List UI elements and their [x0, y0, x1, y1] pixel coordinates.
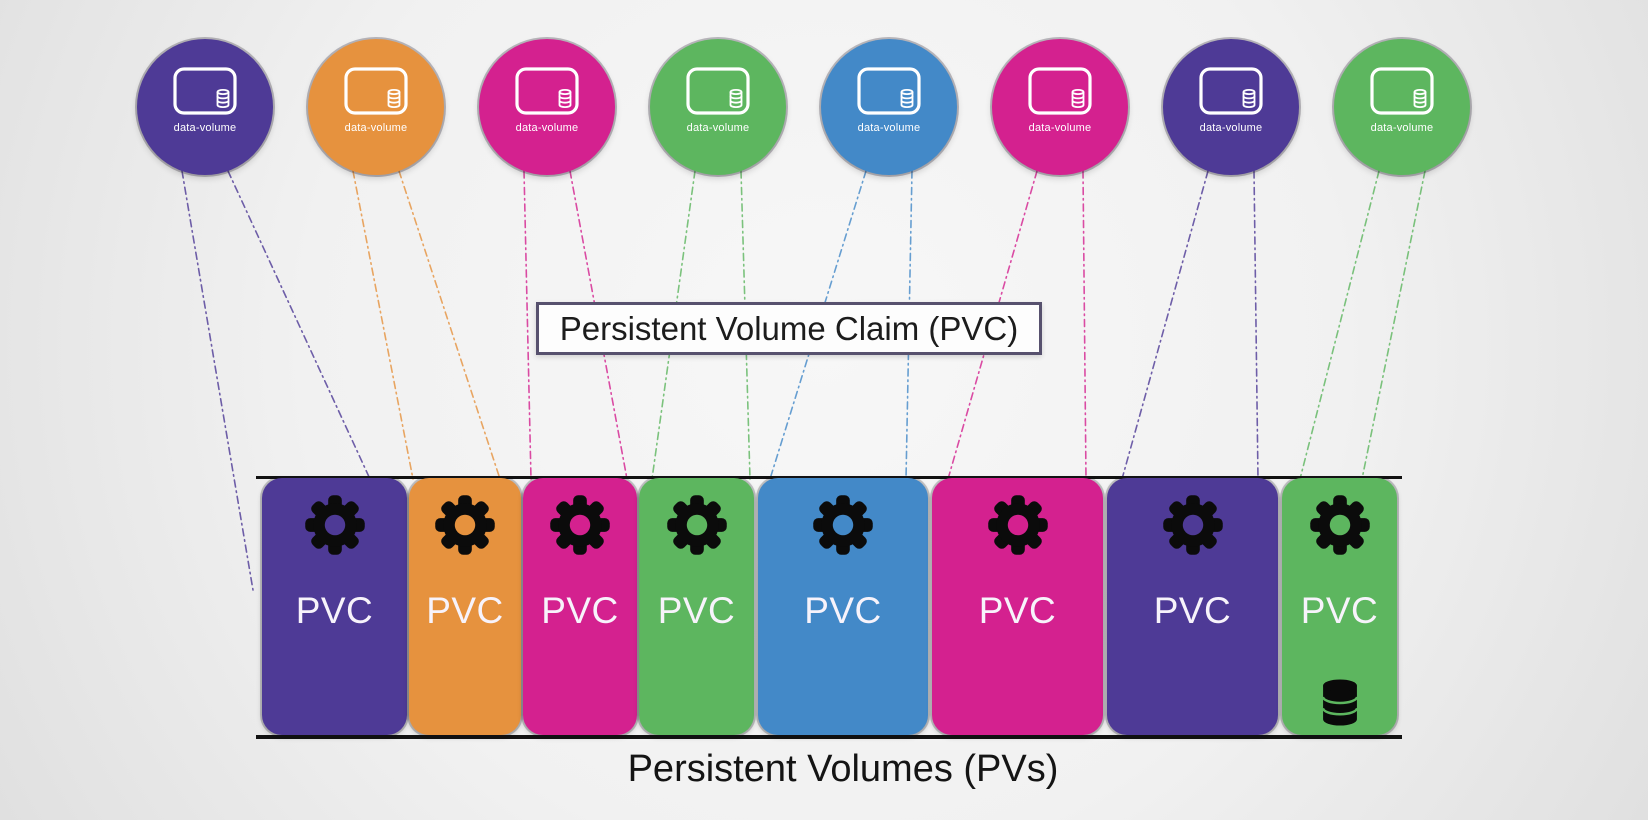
data-volume-circle: data-volume	[1163, 39, 1299, 175]
volume-rect-icon	[1028, 67, 1092, 115]
pvc-card-label: PVC	[1300, 590, 1379, 631]
data-volume-label: data-volume	[857, 122, 921, 134]
pvc-card: PVC	[523, 478, 637, 735]
pvc-binding-line	[569, 170, 628, 480]
data-volume-label: data-volume	[344, 122, 408, 134]
data-volume-circle: data-volume	[992, 39, 1128, 175]
pvc-binding-line	[227, 170, 371, 480]
pvc-card: PVC	[409, 478, 521, 735]
data-volume-label: data-volume	[173, 122, 237, 134]
pv-row-bottom-rail	[256, 735, 1402, 739]
data-volume-label: data-volume	[1028, 122, 1092, 134]
database-icon	[1071, 88, 1085, 108]
gear-icon	[813, 495, 873, 555]
volume-rect-icon	[344, 67, 408, 115]
data-volume-label: data-volume	[1199, 122, 1263, 134]
database-icon	[900, 88, 914, 108]
gear-icon	[987, 495, 1048, 555]
volume-rect-icon	[686, 67, 750, 115]
pvc-card-label: PVC	[1153, 590, 1232, 631]
pvc-card-label: PVC	[295, 590, 374, 631]
data-volume-label: data-volume	[1370, 122, 1434, 134]
database-icon	[1321, 679, 1358, 726]
pvc-card: PVC	[639, 478, 754, 735]
pvc-card: PVC	[262, 478, 407, 735]
persistent-volumes-caption: Persistent Volumes (PVs)	[627, 748, 1059, 790]
pvc-card: PVC	[1107, 478, 1278, 735]
pvc-binding-line	[523, 170, 532, 480]
volume-rect-icon	[173, 67, 237, 115]
volume-rect-icon	[1199, 67, 1263, 115]
data-volume-label: data-volume	[515, 122, 579, 134]
pvc-binding-line	[1361, 170, 1426, 480]
gear-icon	[1309, 495, 1370, 555]
pvc-card-label: PVC	[804, 590, 882, 631]
database-icon	[558, 88, 572, 108]
pvc-card-label: PVC	[426, 590, 504, 631]
pvc-card: PVC	[932, 478, 1103, 735]
database-icon	[387, 88, 401, 108]
pvc-binding-line	[1121, 170, 1209, 480]
gear-icon	[304, 495, 365, 555]
gear-icon	[550, 495, 610, 555]
pvc-claim-label-box: Persistent Volume Claim (PVC)	[536, 302, 1042, 355]
pv-row-top-rail	[256, 476, 1402, 479]
pvc-binding-line	[352, 170, 414, 480]
data-volume-circle: data-volume	[1334, 39, 1470, 175]
database-icon	[729, 88, 743, 108]
pvc-binding-line	[1299, 170, 1380, 480]
data-volume-circle: data-volume	[821, 39, 957, 175]
gear-icon	[1162, 495, 1223, 555]
volume-rect-icon	[515, 67, 579, 115]
pvc-card: PVC	[758, 478, 928, 735]
pvc-card: PVC	[1282, 478, 1397, 735]
pvc-binding-line	[1082, 170, 1087, 480]
gear-icon	[435, 495, 495, 555]
volume-rect-icon	[1370, 67, 1434, 115]
pvc-card-label: PVC	[657, 590, 736, 631]
database-icon	[1242, 88, 1256, 108]
pvc-binding-line	[1253, 170, 1259, 480]
data-volume-circle: data-volume	[650, 39, 786, 175]
pvc-card-label: PVC	[541, 590, 619, 631]
gear-icon	[666, 495, 727, 555]
pvc-binding-line	[181, 170, 254, 591]
data-volume-circle: data-volume	[479, 39, 615, 175]
database-icon	[1413, 88, 1427, 108]
database-icon	[216, 88, 230, 108]
data-volume-circle: data-volume	[137, 39, 273, 175]
pvc-claim-label: Persistent Volume Claim (PVC)	[559, 309, 1019, 347]
pvc-binding-line	[398, 170, 501, 480]
data-volume-circle: data-volume	[308, 39, 444, 175]
volume-rect-icon	[857, 67, 921, 115]
data-volume-label: data-volume	[686, 122, 750, 134]
pvc-card-label: PVC	[978, 590, 1057, 631]
